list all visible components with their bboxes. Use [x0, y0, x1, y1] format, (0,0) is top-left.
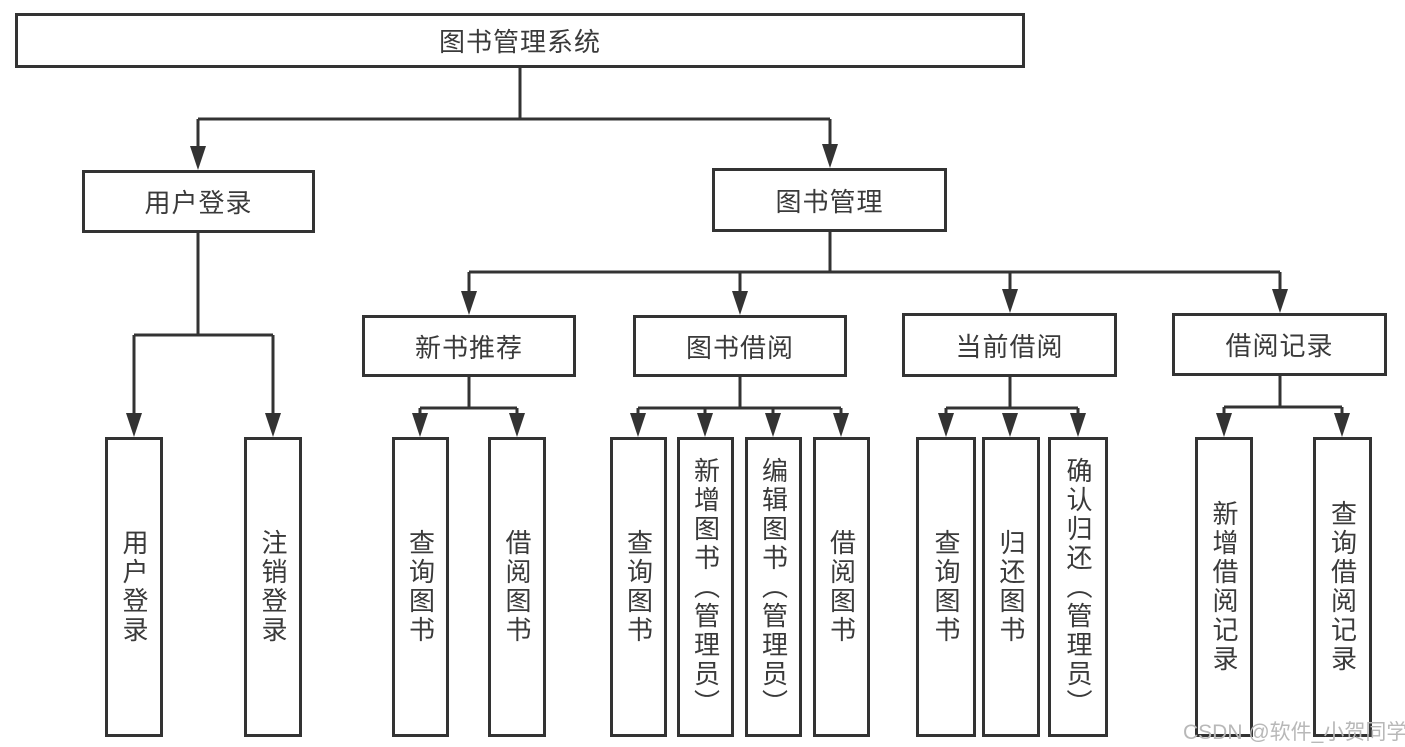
leaf-record-query-record: 查询借阅记录 [1313, 437, 1372, 737]
arrow-icon [1216, 413, 1232, 437]
node-book-management: 图书管理 [712, 168, 947, 232]
node-current-borrow: 当前借阅 [902, 313, 1117, 377]
leaf-current-query-books: 查询图书 [916, 437, 976, 737]
arrow-icon [732, 291, 748, 315]
leaf-user-login: 用户登录 [105, 437, 163, 737]
arrow-icon [412, 413, 428, 437]
leaf-logout: 注销登录 [244, 437, 302, 737]
leaf-newbook-borrow-books: 借阅图书 [488, 437, 546, 737]
node-book-borrow: 图书借阅 [633, 315, 847, 377]
arrow-icon [461, 291, 477, 315]
arrow-icon [1272, 289, 1288, 313]
leaf-borrow-edit-books-admin: 编辑图书（管理员） [745, 437, 802, 737]
arrow-icon [765, 413, 781, 437]
leaf-borrow-borrow-books: 借阅图书 [813, 437, 870, 737]
arrow-icon [1002, 413, 1018, 437]
arrow-icon [630, 413, 646, 437]
arrow-icon [126, 413, 142, 437]
leaf-newbook-query-books: 查询图书 [392, 437, 449, 737]
leaf-borrow-add-books-admin: 新增图书（管理员） [677, 437, 734, 737]
arrow-icon [1070, 413, 1086, 437]
arrow-icon [265, 413, 281, 437]
node-borrow-record: 借阅记录 [1172, 313, 1387, 376]
leaf-current-return-books: 归还图书 [982, 437, 1040, 737]
arrow-icon [833, 413, 849, 437]
csdn-watermark: CSDN @软件_小贺同学 [1183, 721, 1405, 744]
node-new-book-recommend: 新书推荐 [362, 315, 576, 377]
arrow-icon [190, 146, 206, 170]
leaf-borrow-query-books: 查询图书 [610, 437, 667, 737]
arrow-icon [1334, 413, 1350, 437]
arrow-icon [697, 413, 713, 437]
arrow-icon [1002, 289, 1018, 313]
node-root-system: 图书管理系统 [15, 13, 1025, 68]
arrow-icon [509, 413, 525, 437]
leaf-record-add-record: 新增借阅记录 [1195, 437, 1253, 737]
arrowheads [126, 144, 1350, 437]
arrow-icon [822, 144, 838, 168]
node-user-login: 用户登录 [82, 170, 315, 233]
arrow-icon [938, 413, 954, 437]
leaf-current-confirm-return-admin: 确认归还（管理员） [1048, 437, 1108, 737]
